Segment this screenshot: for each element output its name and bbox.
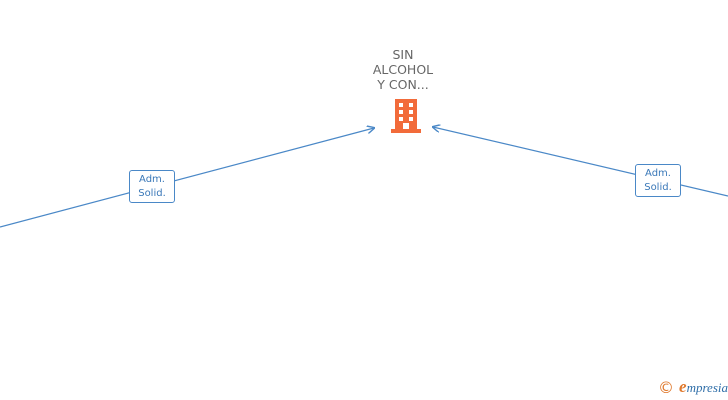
relation-label-right-line-1: Adm. xyxy=(645,168,671,179)
company-name-line-3: Y CON... xyxy=(377,77,429,92)
company-name-line-2: ALCOHOL xyxy=(372,62,434,77)
edge-line-right xyxy=(433,127,728,197)
copyright-icon: © xyxy=(658,377,675,397)
relation-label-left-line-2: Solid. xyxy=(138,188,166,199)
empresia-logo-initial: e xyxy=(679,377,687,396)
relation-label-right-line-2: Solid. xyxy=(644,182,672,193)
empresia-logo-text: mpresia xyxy=(686,380,728,395)
relation-label-left-line-1: Adm. xyxy=(139,174,165,185)
empresia-logo[interactable]: e mpresia xyxy=(679,377,728,397)
edge-line-left xyxy=(0,128,374,228)
relation-label-left[interactable]: Adm. Solid. xyxy=(129,170,175,203)
relation-label-right[interactable]: Adm. Solid. xyxy=(635,164,681,197)
footer-brand: © e mpresia xyxy=(658,377,728,397)
company-name[interactable]: SIN ALCOHOL Y CON... xyxy=(353,47,453,92)
building-icon[interactable] xyxy=(390,99,422,133)
company-name-line-1: SIN xyxy=(392,47,414,62)
